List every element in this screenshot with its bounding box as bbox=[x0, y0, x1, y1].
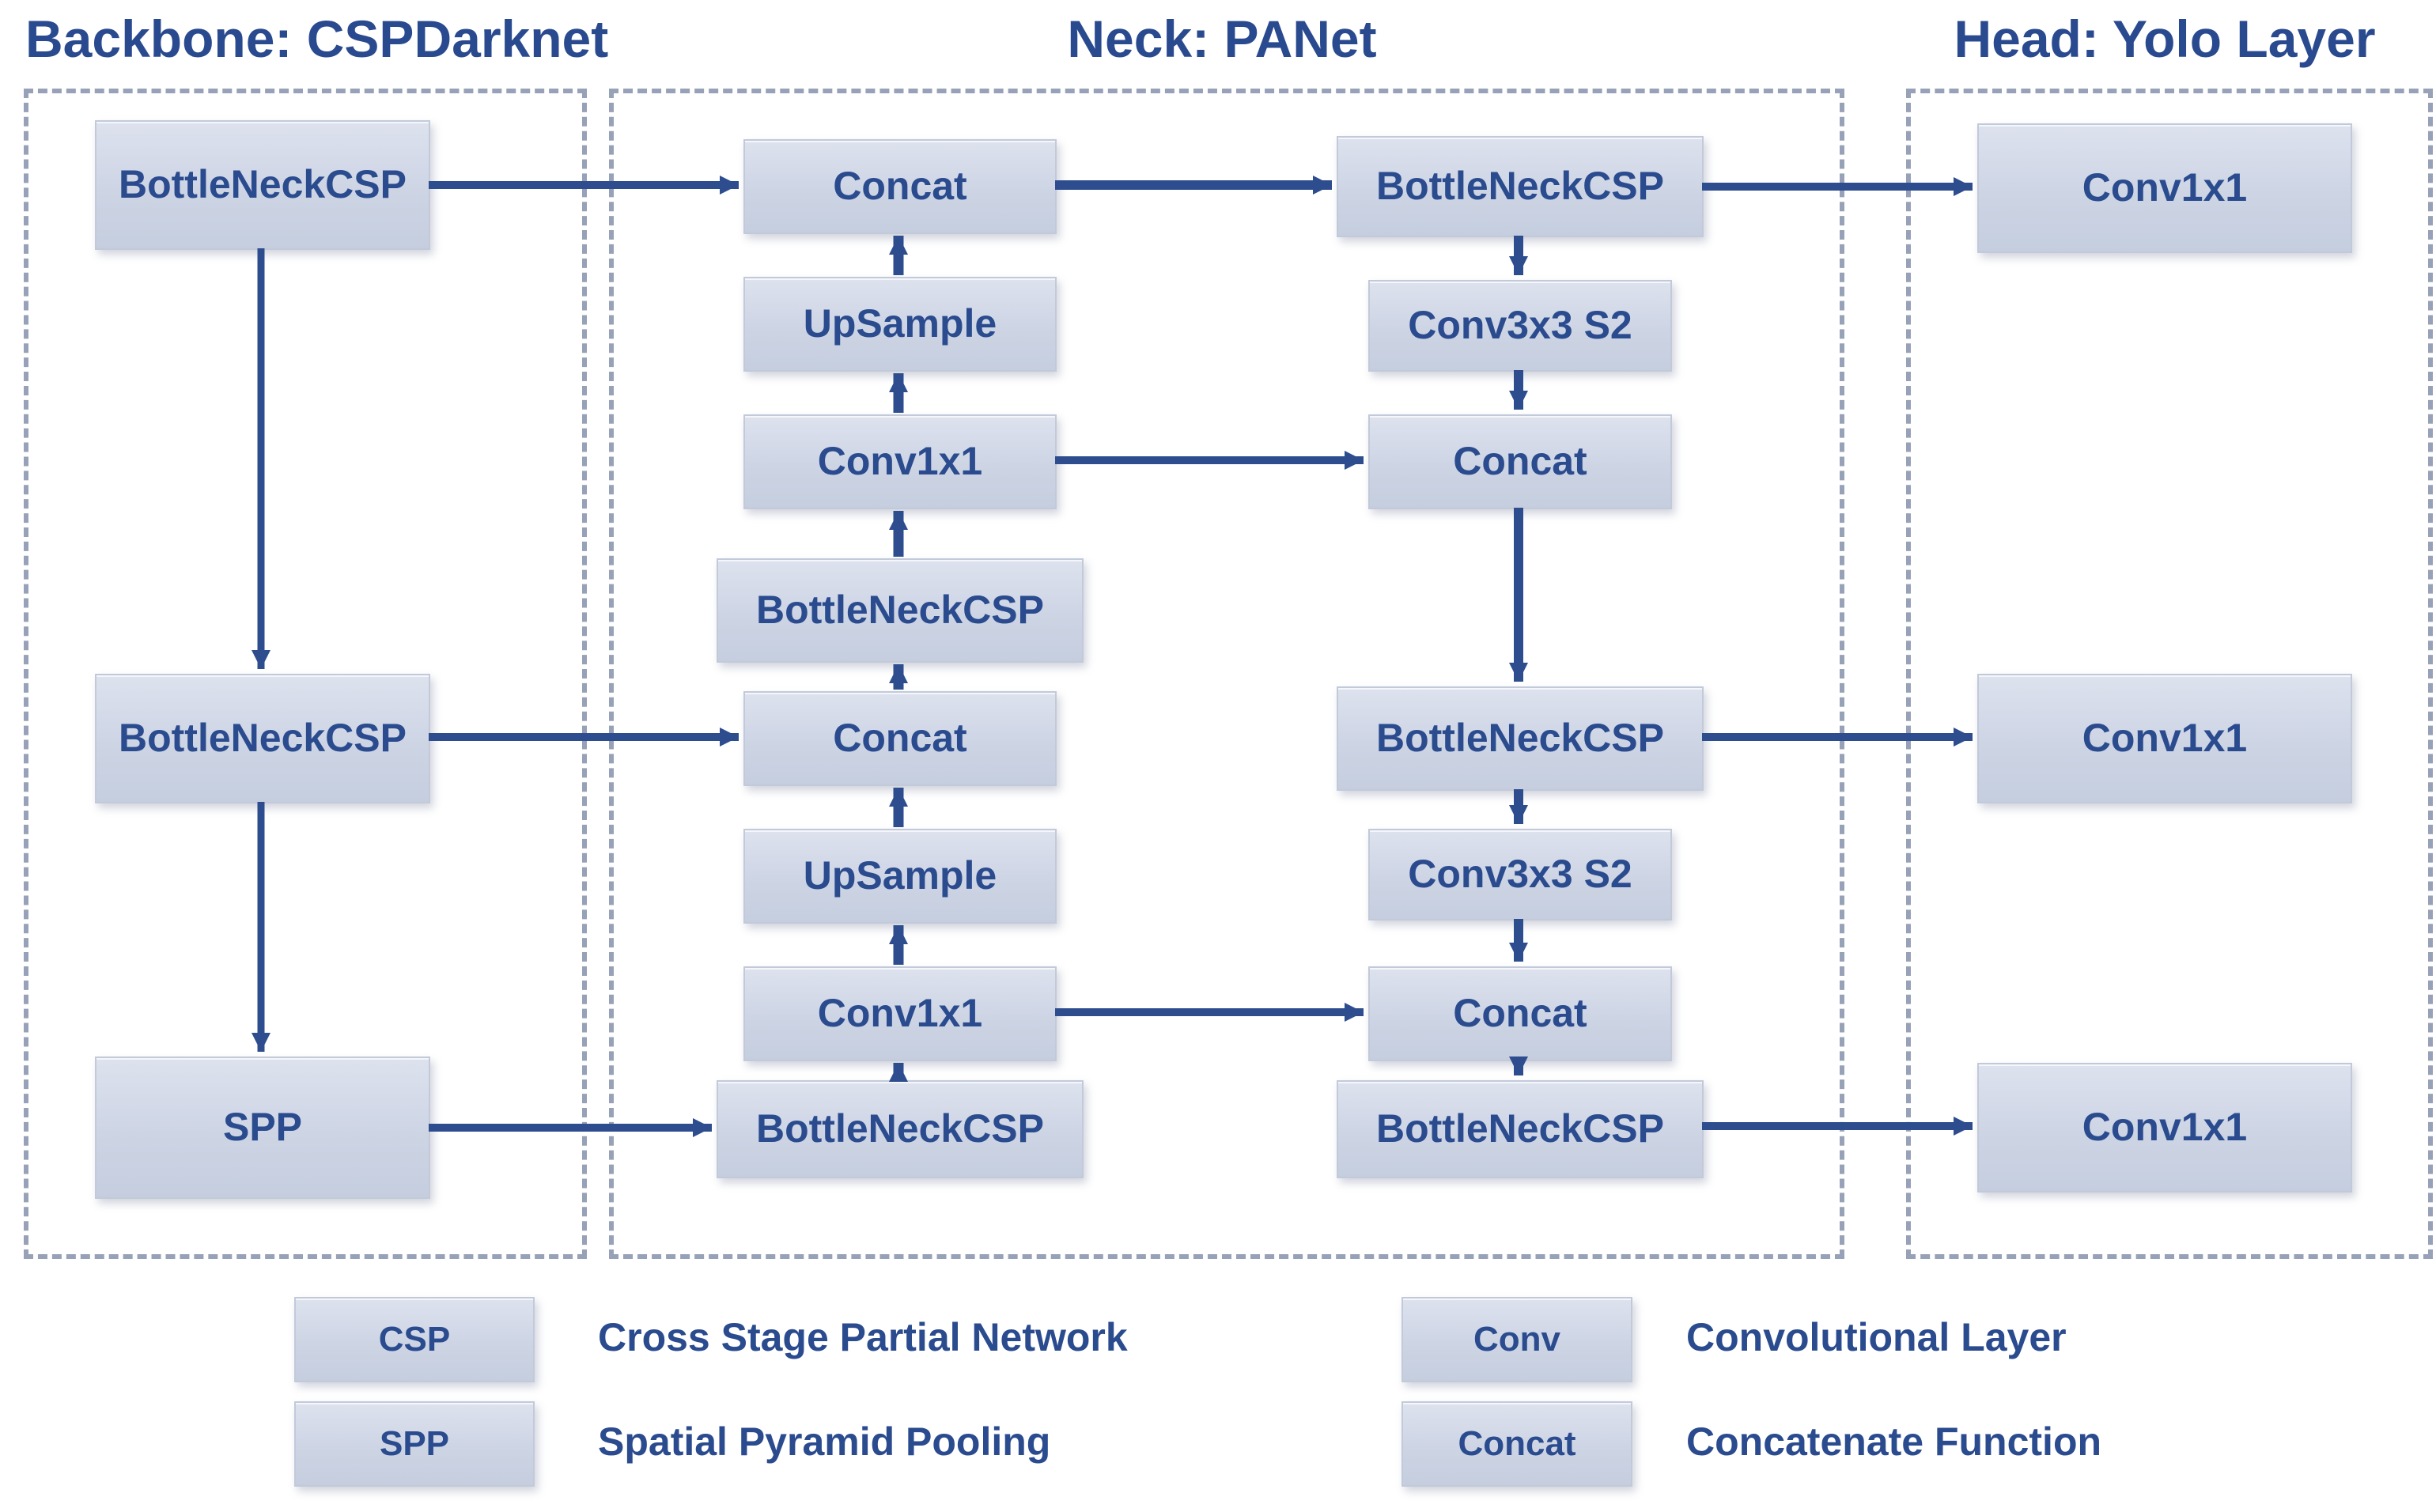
node-neck-r_concat1-concat: Concat bbox=[1368, 414, 1672, 509]
node-head-h_conv2-conv1x1: Conv1x1 bbox=[1977, 674, 2352, 803]
node-neck-m_concat1-concat: Concat bbox=[743, 139, 1057, 234]
node-head-h_conv3-conv1x1: Conv1x1 bbox=[1977, 1063, 2352, 1193]
section-title-backbone: Backbone: CSPDarknet bbox=[25, 9, 609, 68]
node-backbone-bb2-bottleneckcsp: BottleNeckCSP bbox=[95, 674, 430, 803]
legend-label-conv: Convolutional Layer bbox=[1686, 1316, 2067, 1360]
legend-box-conv: Conv bbox=[1401, 1297, 1632, 1382]
section-border-backbone bbox=[24, 89, 587, 1259]
legend-box-csp: CSP bbox=[294, 1297, 535, 1382]
node-neck-r_bnk2-bottleneckcsp: BottleNeckCSP bbox=[1337, 686, 1704, 791]
node-neck-r_conv31-conv3x3-s2: Conv3x3 S2 bbox=[1368, 280, 1672, 372]
node-neck-m_conv1-conv1x1: Conv1x1 bbox=[743, 414, 1057, 509]
node-backbone-bb1-bottleneckcsp: BottleNeckCSP bbox=[95, 120, 430, 250]
node-backbone-spp-spp: SPP bbox=[95, 1057, 430, 1199]
node-head-h_conv1-conv1x1: Conv1x1 bbox=[1977, 123, 2352, 253]
legend-box-spp: SPP bbox=[294, 1401, 535, 1487]
node-neck-r_bnk3-bottleneckcsp: BottleNeckCSP bbox=[1337, 1080, 1704, 1178]
node-neck-m_bnk1-bottleneckcsp: BottleNeckCSP bbox=[717, 558, 1084, 663]
node-neck-r_bnk1-bottleneckcsp: BottleNeckCSP bbox=[1337, 136, 1704, 237]
node-neck-m_up1-upsample: UpSample bbox=[743, 277, 1057, 372]
node-neck-m_up2-upsample: UpSample bbox=[743, 829, 1057, 924]
node-neck-r_conv32-conv3x3-s2: Conv3x3 S2 bbox=[1368, 829, 1672, 920]
legend-label-spp: Spatial Pyramid Pooling bbox=[598, 1420, 1051, 1465]
node-neck-m_concat2-concat: Concat bbox=[743, 691, 1057, 786]
section-border-neck bbox=[609, 89, 1844, 1259]
node-neck-m_bnk2-bottleneckcsp: BottleNeckCSP bbox=[717, 1080, 1084, 1178]
legend-label-csp: Cross Stage Partial Network bbox=[598, 1316, 1128, 1360]
legend-box-concat: Concat bbox=[1401, 1401, 1632, 1487]
legend-label-concat: Concatenate Function bbox=[1686, 1420, 2102, 1465]
section-title-neck: Neck: PANet bbox=[1067, 9, 1377, 68]
node-neck-m_conv2-conv1x1: Conv1x1 bbox=[743, 966, 1057, 1061]
node-neck-r_concat2-concat: Concat bbox=[1368, 966, 1672, 1061]
section-border-head bbox=[1906, 89, 2433, 1259]
section-title-head: Head: Yolo Layer bbox=[1954, 9, 2376, 68]
